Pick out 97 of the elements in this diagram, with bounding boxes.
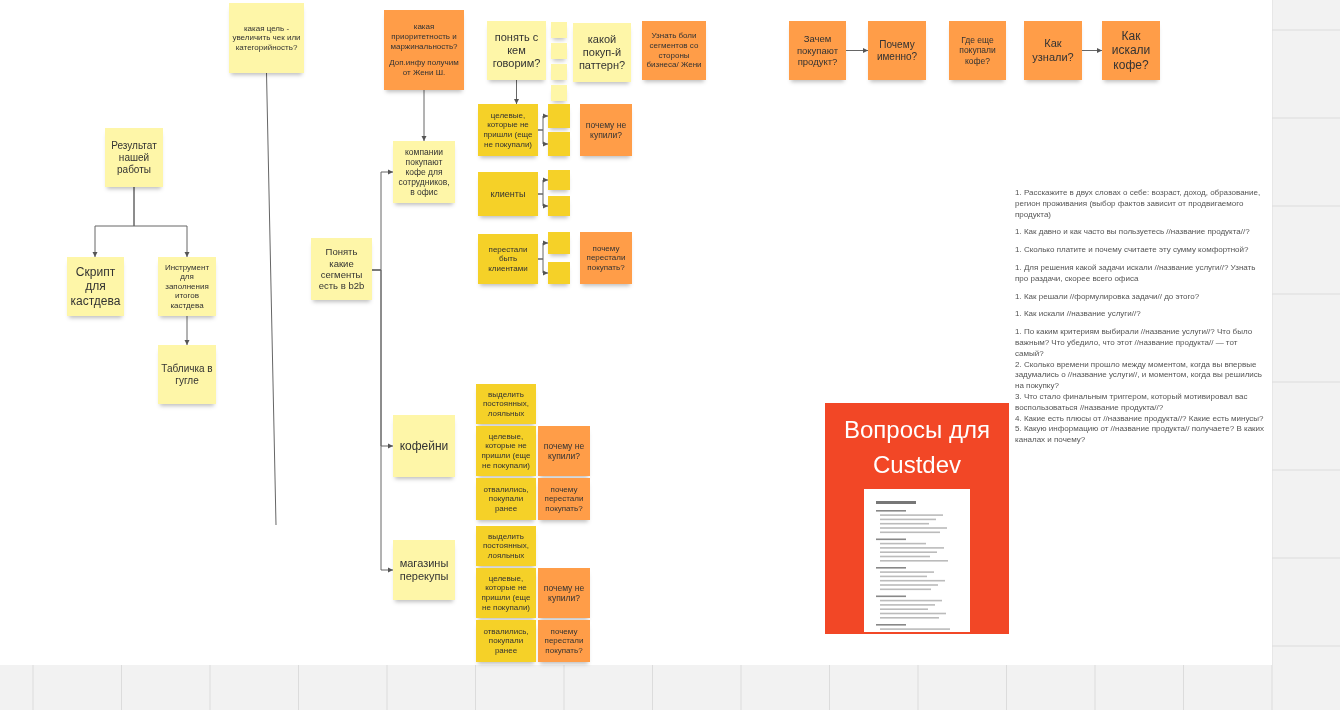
arrow [421,89,427,142]
note-text: отвалились, покупали ранее [482,626,530,656]
arrow [537,129,549,147]
note-text: отвалились, покупали ранее [482,484,530,514]
note-text: почему перестали покупать? [585,243,627,273]
note-text: почему не купили? [584,119,628,141]
note-text: Табличка в гугле [160,362,214,387]
note-text: какая приоритетность и маржинальность? [389,22,459,52]
sticky-note [548,196,570,216]
sticky-note [384,10,464,90]
sticky-note [573,23,631,82]
arrow [537,193,549,209]
sticky-note [580,104,632,156]
note-text: Почему именно? [875,38,919,63]
question-text: 1. По каким критериям выбирали //название услуги//? Что было важным? Что убедило, что этот //название продукта// — тот самый? [1015,327,1254,360]
note-text: выделить постоянных, лояльных [482,531,530,561]
arrow [371,269,394,573]
sticky-note [548,232,570,254]
sticky-note [105,128,163,187]
line [266,72,277,526]
note-text: клиенты [490,188,526,200]
sticky-note [478,172,538,216]
note-text: выделить постоянных, лояльных [482,389,530,419]
question-text: 1. Для решения какой задачи искали //название услуги//? Узнать про раздачи, скорее всего офиса [1015,263,1257,285]
note-text: Узнать боли сегментов со стороны бизнеса/ Жени [645,31,703,70]
sticky-note [949,21,1006,80]
note-text: почему перестали покупать? [543,626,585,656]
note-text: целевые, которые не пришли (еще не покупали) [480,431,532,471]
note-text: почему не купили? [542,582,586,604]
question-text: 1. Как искали //название услуги//? [1015,309,1142,321]
sticky-note [393,540,455,600]
sticky-note [476,478,536,520]
note-text: целевые, которые не пришли (еще не покупали) [482,110,534,150]
question-text: 1. Как решали //формулировка задачи// до этого? [1015,291,1201,303]
sticky-note [548,170,570,190]
sticky-note [476,526,536,566]
sticky-note [548,132,570,156]
note-text: целевые, которые не пришли (еще не покупали) [480,573,532,613]
arrow [845,48,869,53]
note-text: какая цель - увеличить чек или категорийность? [231,23,302,53]
card-title: Вопросы для Custdev [843,415,991,480]
note-text: Где еще покупали кофе? [958,35,997,66]
note-text: почему перестали покупать? [543,484,585,514]
note-text: Зачем покупают продукт? [795,33,840,68]
sticky-note [67,257,124,316]
question-text: 2. Сколько времени прошло между моментом, когда вы впервые задумались о //название услуги//, и моментом, когда вы решились на покупку? [1015,359,1263,392]
sticky-note [478,104,538,156]
note-text: магазины перекупы [398,556,450,584]
sticky-note [229,3,304,73]
sticky-note [538,426,590,476]
sticky-note [538,620,590,662]
arrow [184,315,190,346]
note-text: компании покупают кофе для сотрудников, в офис [397,146,451,198]
note-text: почему не купили? [542,440,586,462]
question-text: 1. Расскажите в двух словах о себе: возраст, доход, образование, регион проживания (выбор фактов зависит от продвигаемого продукта) [1015,188,1262,221]
sticky-note [478,234,538,284]
question-text: 1. Как давно и как часто вы пользуетесь //название продукта//? [1015,227,1251,239]
sticky-note [551,85,567,101]
arrow [514,79,519,105]
arrow [1081,48,1103,53]
sticky-note [548,104,570,128]
note-text: Инструмент для заполнения итогов кастдева [163,262,211,311]
note-text: Как искали кофе? [1110,28,1152,73]
note-text: понять с кем говорим? [491,30,542,71]
note-text: Доп.инфу получим от Жени Ш. [388,58,460,78]
sticky-note [538,568,590,618]
sticky-note [551,43,567,59]
sticky-note [1102,21,1160,80]
sticky-note [580,232,632,284]
arrow [537,258,549,276]
question-text: 1. Сколько платите и почему считаете эту сумму комфортной? [1015,245,1250,256]
question-text: 4. Какие есть плюсы от //название продукта//? Какие есть минусы? [1015,413,1265,425]
note-text: Скрипт для кастдева [69,264,122,309]
note-text: какой покуп-й паттерн? [577,32,627,73]
sticky-note [393,415,455,477]
sticky-note [868,21,926,80]
note-text: Как узнали? [1031,37,1075,64]
sticky-note [476,620,536,662]
note-text: Понять какие сегменты есть в b2b [317,246,366,292]
sticky-note [487,21,546,80]
sticky-note [551,22,567,38]
sticky-note [538,478,590,520]
question-text: 3. Что стало финальным триггером, который мотивировал вас воспользоваться //название продукта//? [1015,391,1249,414]
title-card [825,403,1009,634]
note-text: кофейни [399,438,449,454]
sticky-note [311,238,372,300]
sticky-note [789,21,846,80]
question-text: 5. Какую информацию от //название продукта// получаете? В каких каналах и почему? [1015,424,1266,446]
sticky-note [476,384,536,424]
sticky-note [1024,21,1082,80]
sticky-note [548,262,570,284]
arrow [133,186,190,258]
sticky-note [158,345,216,404]
sticky-note [642,21,706,80]
note-text: Результат нашей работы [110,139,158,176]
note-text: перестали быть клиентами [487,244,529,274]
sticky-note [551,64,567,80]
